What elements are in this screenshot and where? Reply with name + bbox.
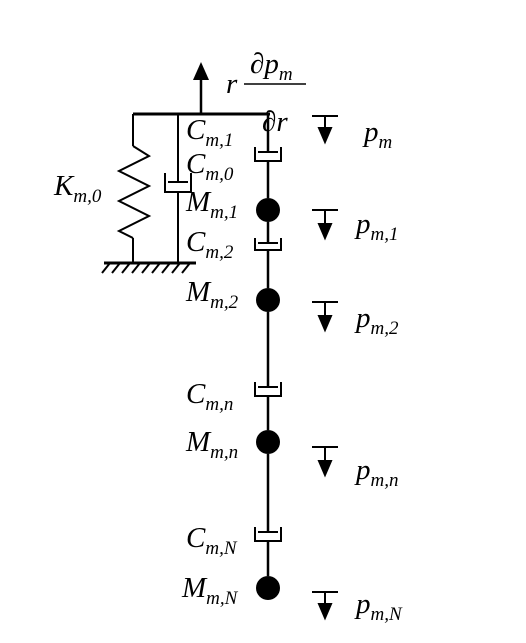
damper-C-m2 xyxy=(254,238,282,251)
label-p-m1: pm,1 xyxy=(356,208,399,245)
label-p-m: pm xyxy=(364,116,393,153)
ground xyxy=(101,261,196,274)
label-C-m0: Cm,0 xyxy=(186,148,234,185)
label-M-m1: Mm,1 xyxy=(186,186,239,223)
label-M-mN: Mm,N xyxy=(182,572,238,609)
label-C-m2: Cm,2 xyxy=(186,226,234,263)
damper-C-mN xyxy=(254,527,282,542)
damper-C-m1 xyxy=(254,147,282,162)
damper-C-mn xyxy=(254,382,282,397)
mass-M-mN xyxy=(256,576,280,600)
load-arrow-p-mN xyxy=(312,591,338,621)
mass-M-mn xyxy=(256,430,280,454)
load-arrow-p-m2 xyxy=(312,301,338,333)
label-p-mn: pm,n xyxy=(356,454,399,491)
load-arrow-p-mn xyxy=(312,446,338,478)
mass-M-m2 xyxy=(256,288,280,312)
force-label-numerator: ∂pm xyxy=(250,48,293,85)
label-K-m0: Km,0 xyxy=(54,170,102,207)
force-label-prefix: r xyxy=(226,68,238,100)
label-M-mn: Mm,n xyxy=(186,426,239,463)
label-C-mn: Cm,n xyxy=(186,378,234,415)
mass-M-m1 xyxy=(256,198,280,222)
label-p-mN: pm,N xyxy=(356,588,402,625)
label-M-m2: Mm,2 xyxy=(186,276,239,313)
damper-C-m0 xyxy=(164,114,192,262)
load-arrow-p-m1 xyxy=(312,209,338,241)
force-arrow-up-head xyxy=(193,62,209,80)
label-p-m2: pm,2 xyxy=(356,302,399,339)
label-C-mN: Cm,N xyxy=(186,522,237,559)
label-C-m1: Cm,1 xyxy=(186,114,234,151)
force-label: r ∂pm ∂r xyxy=(226,44,316,138)
spring-K-m0 xyxy=(116,114,152,262)
force-label-denominator: ∂r xyxy=(262,106,288,138)
load-arrow-p-m xyxy=(312,115,338,145)
